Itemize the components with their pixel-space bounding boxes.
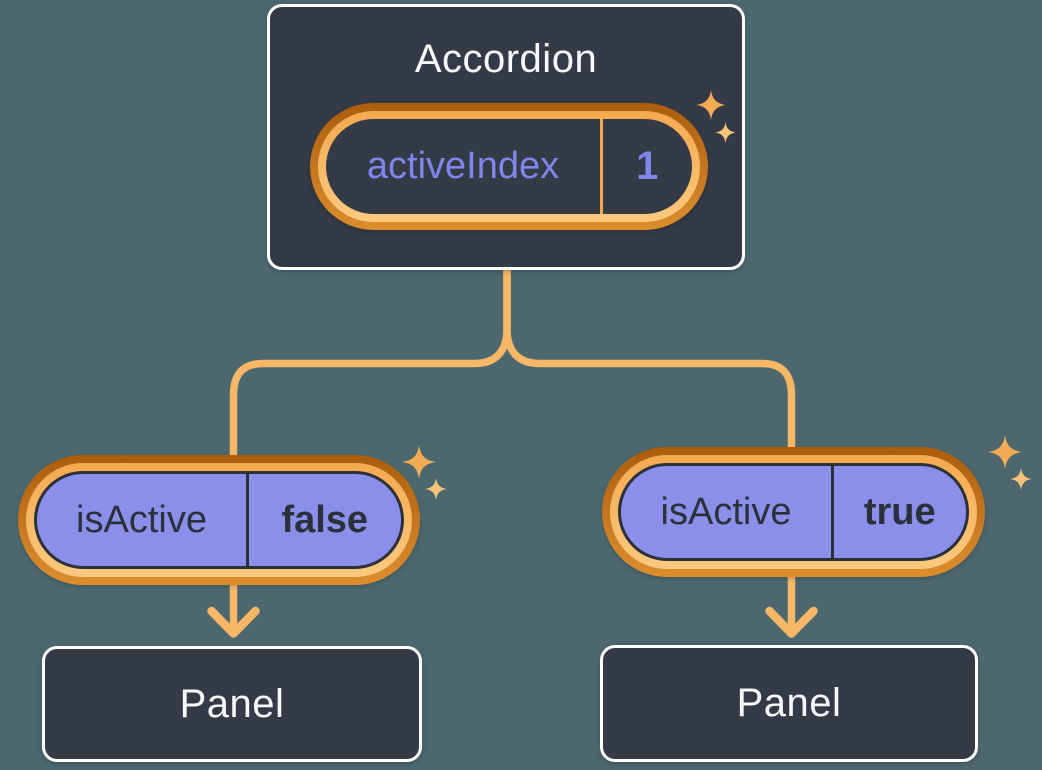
prop-pill-label: isActive — [660, 490, 792, 533]
prop-pill-value-section: true — [834, 466, 967, 558]
arrowhead-right-icon — [765, 606, 818, 638]
prop-pill-value-section: false — [249, 474, 402, 566]
sparkle-icon — [696, 90, 726, 120]
state-pill-label-section: activeIndex — [326, 119, 600, 214]
connector-right-branch — [503, 267, 796, 637]
state-pill-body: activeIndex 1 — [326, 119, 692, 214]
panel-title: Panel — [179, 681, 285, 726]
prop-pill-label-section: isActive — [37, 474, 246, 566]
prop-pill-body: isActive false — [34, 471, 404, 569]
prop-pill-body: isActive true — [618, 463, 969, 561]
prop-pill-ring: isActive true — [610, 455, 977, 569]
panel-card-left: Panel — [42, 646, 422, 762]
prop-pill-isactive-false: isActive false — [18, 455, 420, 585]
prop-pill-divider — [831, 466, 834, 558]
prop-pill-ring: isActive false — [26, 463, 412, 577]
state-pill-value-section: 1 — [603, 119, 693, 214]
prop-pill-divider — [246, 474, 249, 566]
prop-pill-label: isActive — [76, 498, 207, 541]
prop-pill-isactive-true: isActive true — [602, 447, 985, 577]
state-pill-activeindex: activeIndex 1 — [310, 103, 708, 230]
sparkle-icon — [425, 478, 447, 500]
sparkle-icon — [715, 122, 736, 143]
sparkle-icon — [1010, 468, 1032, 490]
state-pill-label: activeIndex — [366, 145, 560, 187]
panel-title: Panel — [736, 681, 842, 725]
state-pill-divider — [600, 119, 603, 214]
panel-card-right: Panel — [600, 645, 978, 762]
prop-pill-label-section: isActive — [621, 466, 831, 558]
prop-pill-value: true — [863, 490, 936, 533]
sparkle-icon — [988, 435, 1022, 469]
arrowhead-left-icon — [207, 606, 260, 638]
state-pill-ring: activeIndex 1 — [318, 111, 700, 222]
sparkle-icon — [402, 445, 436, 479]
prop-pill-value: false — [281, 498, 369, 541]
state-pill-value: 1 — [636, 144, 659, 188]
accordion-title: Accordion — [414, 37, 598, 81]
